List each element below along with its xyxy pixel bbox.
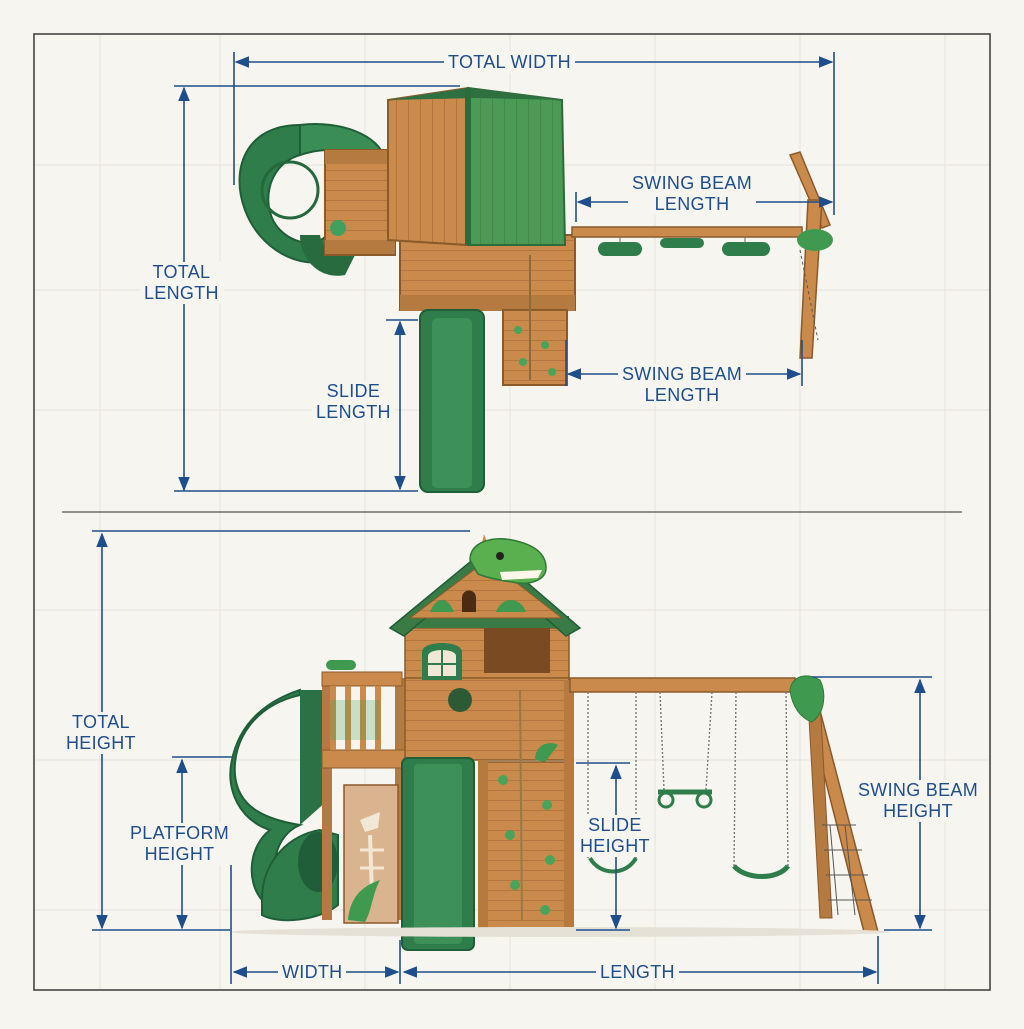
slide-height-line-1: SLIDE	[588, 815, 642, 835]
total-length-label: TOTAL LENGTH	[140, 262, 223, 304]
outer-frame	[33, 33, 991, 991]
dinosaur-head	[469, 538, 547, 584]
total-height-line-2: HEIGHT	[66, 733, 136, 753]
roof-top	[387, 86, 567, 247]
straight-slide-side	[401, 757, 475, 951]
top-view-illustration	[238, 86, 833, 493]
swing-beam-length-upper-label: SWING BEAM LENGTH	[628, 173, 757, 215]
side-deck	[324, 149, 396, 256]
rock-wall-top	[502, 309, 568, 386]
swing-beam-height-label: SWING BEAM HEIGHT	[854, 780, 983, 822]
swing-beam-length-lower-line-1: SWING BEAM	[622, 364, 743, 384]
total-length-line-2: LENGTH	[144, 283, 219, 303]
swing-beam-length-upper-line-2: LENGTH	[654, 194, 730, 214]
length-label: LENGTH	[596, 962, 679, 983]
swing-beam-height-line-1: SWING BEAM	[858, 780, 979, 800]
total-width-label: TOTAL WIDTH	[444, 52, 575, 73]
side-view-illustration	[229, 534, 890, 951]
tube-slide-side	[229, 688, 339, 922]
slide-length-label: SLIDE LENGTH	[312, 381, 395, 423]
total-length-line-1: TOTAL	[152, 262, 211, 282]
straight-slide-top	[419, 309, 485, 493]
rock-wall-side	[478, 680, 574, 933]
swing-beam-top	[571, 151, 833, 359]
platform-railing	[321, 660, 409, 769]
total-height-line-1: TOTAL	[71, 712, 130, 732]
platform-height-line-2: HEIGHT	[144, 844, 215, 864]
platform-height-label: PLATFORM HEIGHT	[126, 823, 234, 865]
swing-beam-length-lower-line-2: LENGTH	[644, 385, 720, 405]
swing-beam-height-line-2: HEIGHT	[883, 801, 953, 821]
slide-length-line-2: LENGTH	[316, 402, 391, 422]
swing-beam-length-upper-line-1: SWING BEAM	[632, 173, 753, 193]
slide-length-line-1: SLIDE	[326, 381, 381, 401]
fossil-panel	[343, 784, 399, 924]
width-label: WIDTH	[278, 962, 347, 983]
clubhouse	[404, 616, 570, 762]
swing-beam-length-lower-label: SWING BEAM LENGTH	[618, 364, 747, 406]
platform-height-line-1: PLATFORM	[130, 823, 230, 843]
slide-height-label: SLIDE HEIGHT	[576, 815, 654, 857]
slide-height-line-2: HEIGHT	[580, 836, 650, 856]
total-height-label: TOTAL HEIGHT	[62, 712, 140, 754]
